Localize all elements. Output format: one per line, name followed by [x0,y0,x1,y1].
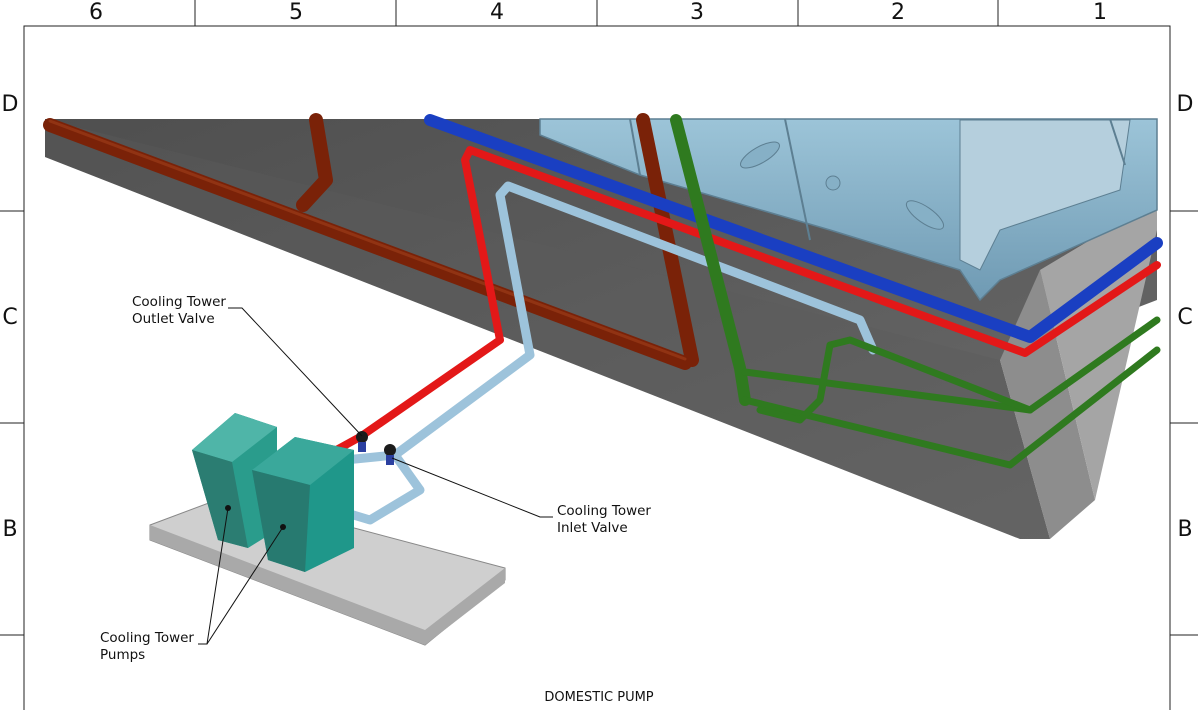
callout-outlet-valve-line1: Cooling Tower [132,294,226,310]
row-label-b-left: B [2,517,18,542]
row-label-d-right: D [1176,92,1194,117]
column-label-2: 2 [891,0,905,25]
model-view [43,113,1163,646]
sheet-title: DOMESTIC PUMP [544,690,654,705]
column-label-3: 3 [690,0,704,25]
column-side [1040,200,1157,500]
inlet-valve-icon [384,444,396,465]
callout-outlet-valve: Cooling Tower Outlet Valve [132,294,226,328]
callout-outlet-valve-line2: Outlet Valve [132,311,215,327]
callout-pumps: Cooling Tower Pumps [100,630,194,664]
row-label-c-left: C [2,305,18,330]
water-tank [539,118,1158,302]
column-label-4: 4 [490,0,504,25]
rust-pipe-network [43,113,699,370]
callout-pumps-line2: Pumps [100,647,146,663]
cooling-tower-pump-2 [252,437,354,572]
leader-dot [280,524,286,530]
outlet-valve-icon [356,431,368,452]
green-pipe-network [670,114,751,406]
chilled-supply-pipe [424,114,1163,343]
column-label-5: 5 [289,0,303,25]
callout-inlet-valve-line2: Inlet Valve [557,520,628,536]
leader-dot [225,505,231,511]
column-label-6: 6 [89,0,103,25]
row-label-b-right: B [1177,517,1193,542]
cooling-tower-pump-1 [192,413,277,548]
callout-leaders [198,307,553,645]
callout-pumps-line1: Cooling Tower [100,630,194,646]
callout-inlet-valve: Cooling Tower Inlet Valve [557,503,651,537]
callout-inlet-valve-line1: Cooling Tower [557,503,651,519]
row-label-c-right: C [1177,305,1193,330]
row-label-d-left: D [1,92,19,117]
column-label-1: 1 [1093,0,1107,25]
